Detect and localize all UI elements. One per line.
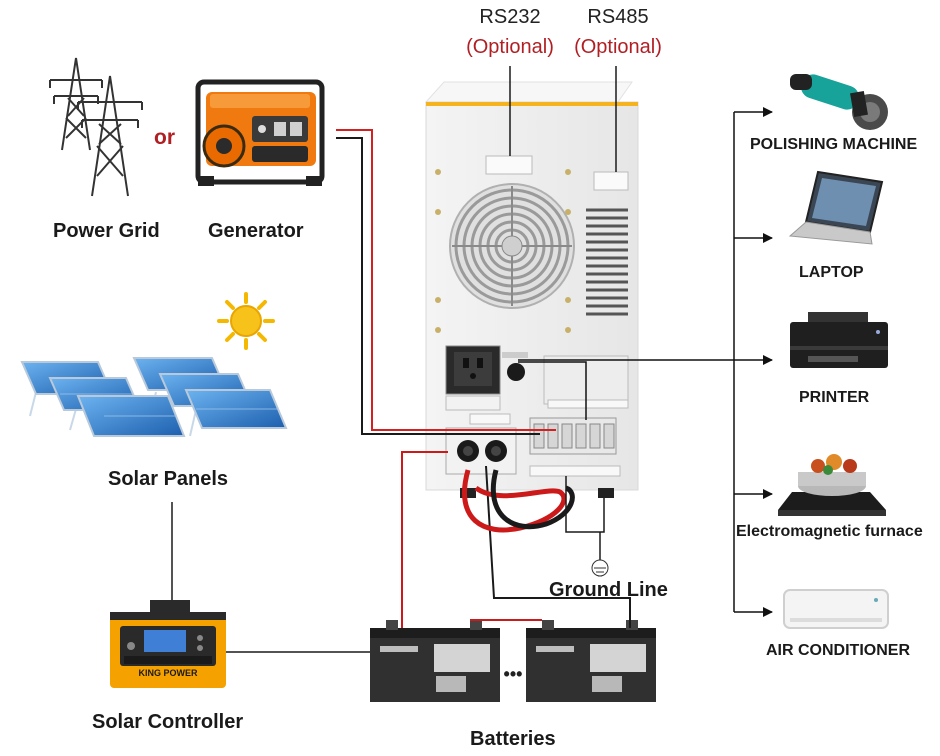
inverter-unit <box>424 81 639 498</box>
solar-wire <box>171 502 370 653</box>
generator-icon <box>195 79 325 186</box>
solar-controller-label: Solar Controller <box>92 711 244 733</box>
induction-cooker-icon <box>778 454 886 516</box>
angle-grinder-icon <box>790 74 888 130</box>
controller-brand-text: KING POWER <box>138 668 198 678</box>
ac-input-wire <box>336 129 556 435</box>
vent-grille <box>586 208 628 316</box>
sun-icon <box>217 292 275 350</box>
ground-line-label: Ground Line <box>549 579 668 601</box>
ground-wire <box>565 476 605 560</box>
dc-battery-wire <box>401 451 631 628</box>
breaker-switch <box>502 352 528 381</box>
cooling-fan-icon <box>449 183 575 309</box>
or-label: or <box>154 126 175 149</box>
load-label-air-conditioner: AIR CONDITIONER <box>766 642 910 659</box>
load-label-laptop: LAPTOP <box>799 264 864 281</box>
ac-terminal-block <box>529 417 621 477</box>
battery-ellipsis: ••• <box>504 664 523 684</box>
rs232-port <box>485 155 533 175</box>
rs485-port <box>593 171 629 191</box>
generator-label: Generator <box>208 220 304 242</box>
power-grid-icon <box>49 57 143 197</box>
solar-panels-label: Solar Panels <box>108 468 229 490</box>
printer-icon <box>790 312 888 368</box>
rs-pointer-lines <box>509 66 617 172</box>
output-bus <box>518 107 773 617</box>
batteries-label: Batteries <box>470 728 556 750</box>
solar-controller-icon: KING POWER <box>110 600 226 688</box>
air-conditioner-icon <box>783 589 889 629</box>
laptop-icon <box>788 170 884 245</box>
load-label-printer: PRINTER <box>799 389 870 406</box>
rs232-label: RS232 <box>479 6 541 28</box>
battery-icon <box>526 620 656 702</box>
dc-battery-terminals <box>445 427 517 475</box>
rs485-label: RS485 <box>587 6 649 28</box>
battery-icon <box>370 620 500 702</box>
rs485-optional-note: (Optional) <box>574 36 662 58</box>
load-label-polishing-machine: POLISHING MACHINE <box>750 136 918 153</box>
power-grid-label: Power Grid <box>53 220 160 242</box>
load-label-electromagnetic-furnace: Electromagnetic furnace <box>736 523 923 540</box>
ac-output-socket <box>445 345 501 411</box>
ground-symbol-icon <box>591 559 609 577</box>
solar-panels-icon <box>20 357 288 437</box>
rs232-optional-note: (Optional) <box>466 36 554 58</box>
